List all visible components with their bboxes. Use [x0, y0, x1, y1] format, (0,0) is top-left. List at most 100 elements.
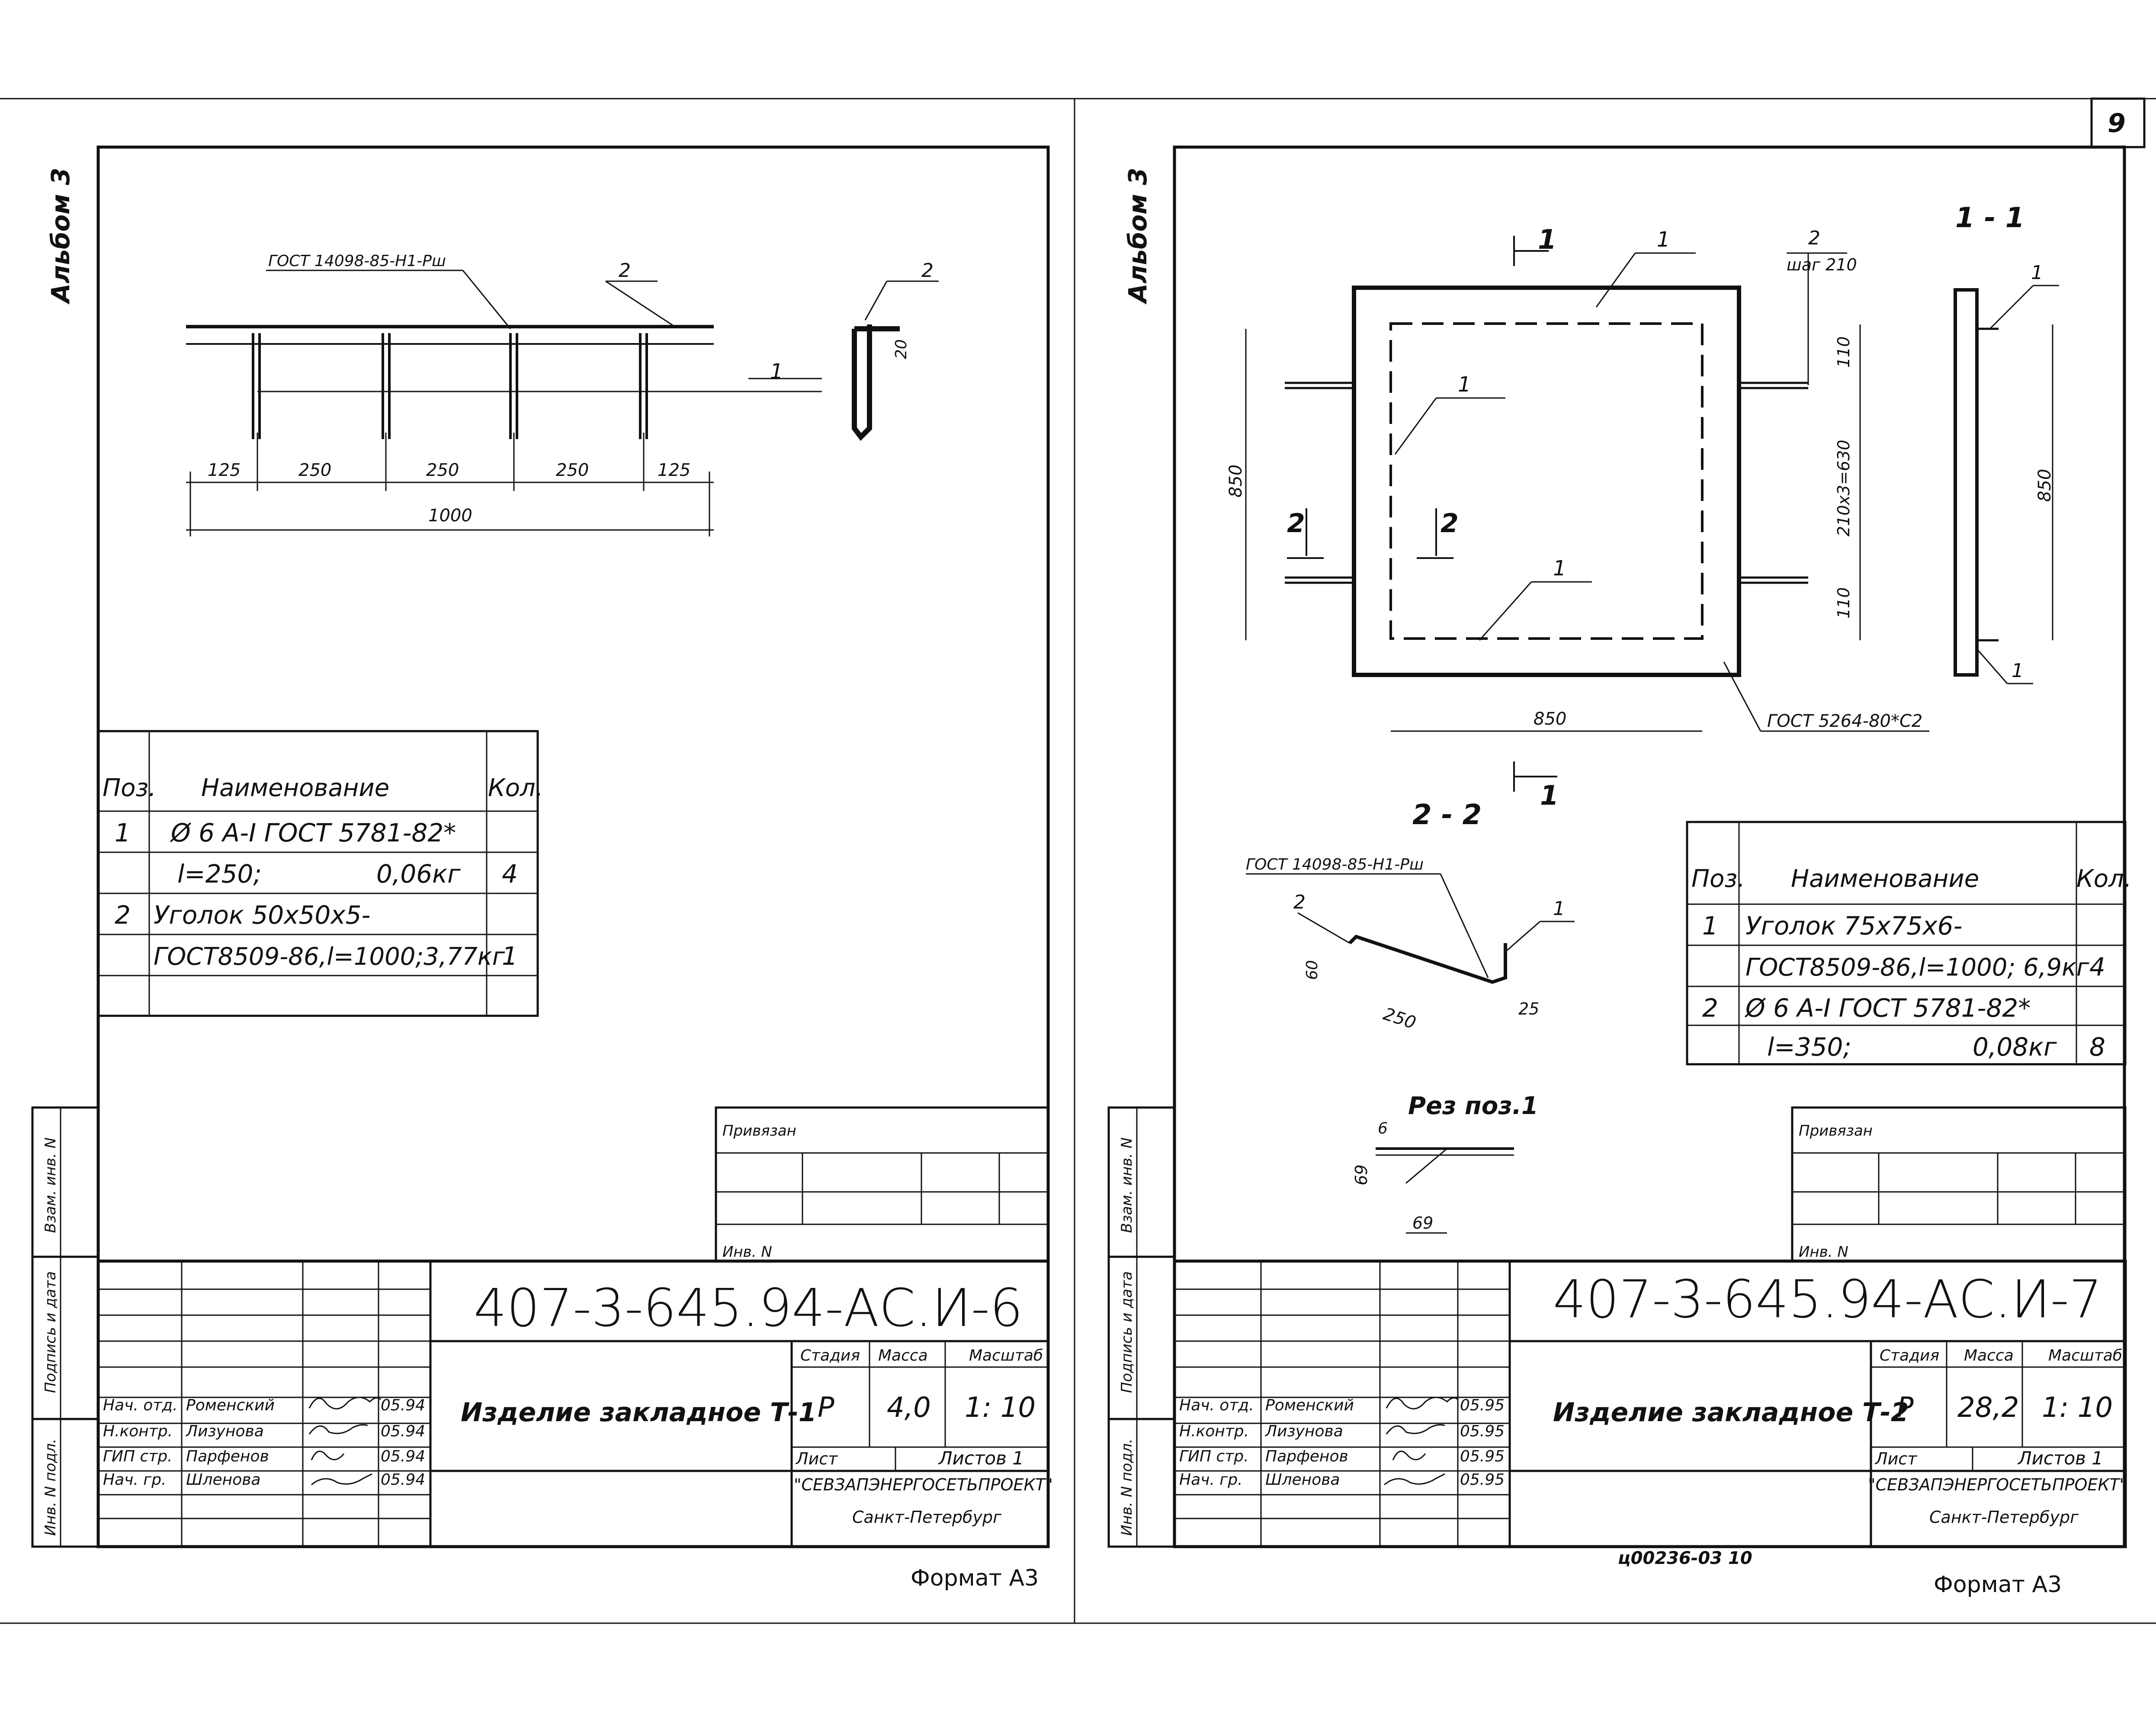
right-rez-6: 6 [1378, 1120, 1388, 1137]
right-s22-pos1: 1 [1553, 898, 1565, 920]
right-dim-850-bottom: 850 [1534, 709, 1566, 729]
right-spec-r3-name: Ø 6 A-I ГОСТ 5781-82* [1745, 993, 2031, 1023]
right-staff-1-name: Роменский [1265, 1397, 1354, 1414]
right-staff-3-date: 05.95 [1460, 1448, 1505, 1465]
page-number-box [2090, 97, 2146, 148]
right-format: Формат А3 [1934, 1572, 2062, 1598]
right-pos-bottom: 1 [1553, 556, 1566, 581]
right-staff-3-name: Парфенов [1265, 1448, 1348, 1465]
right-signature-2 [1386, 1424, 1445, 1435]
right-signature-3 [1392, 1451, 1426, 1461]
right-sec11-top: 1 [1538, 224, 1556, 255]
left-stamp-3: Инв. N подл. [42, 1438, 59, 1536]
right-stamp-3: Инв. N подл. [1118, 1438, 1136, 1536]
right-city: Санкт-Петербург [1929, 1508, 2079, 1527]
right-sheets-label: Листов 1 [2017, 1448, 2103, 1469]
right-doc-title: Изделие закладное Т-2 [1553, 1397, 1909, 1428]
right-title-block: Привязан Инв. N 407-3-645.94-АС.И- [1173, 1106, 2127, 1548]
left-stamp-1: Взам. инв. N [42, 1137, 59, 1233]
left-dim-2: 250 [298, 460, 331, 480]
page-number: 9 [2108, 108, 2126, 138]
left-scale-label: Масштаб [969, 1347, 1043, 1364]
right-dim-110b: 110 [1834, 587, 1853, 619]
left-mass-label: Масса [878, 1347, 928, 1364]
right-spec-r4-qty: 8 [2089, 1032, 2105, 1062]
left-staff-2-role: Н.контр. [103, 1422, 173, 1440]
left-staff-4-role: Нач. гр. [103, 1471, 167, 1489]
left-gost-label: ГОСТ 14098-85-Н1-Рш [268, 252, 446, 270]
left-stage: Р [818, 1392, 834, 1424]
right-s11-pos-top: 1 [2031, 262, 2043, 284]
right-s22-dim250: 250 [1381, 1004, 1418, 1033]
left-title-block: Привязан Инв. N 407-3-645.94-АС.И- [96, 1106, 1053, 1548]
right-spec-r1-pos: 1 [1702, 911, 1718, 941]
left-spec-h-qty: Кол. [488, 774, 543, 802]
right-gost-weld: ГОСТ 5264-80*С2 [1767, 711, 1922, 731]
right-staff-4-role: Нач. гр. [1179, 1471, 1243, 1489]
left-spec-r2-mass: 0,06кг [376, 859, 461, 889]
right-pos-left: 1 [1458, 372, 1471, 397]
right-sec11-bot: 1 [1540, 780, 1559, 811]
left-spec-r2-qty: 4 [502, 859, 518, 889]
right-s11-dim: 850 [2035, 469, 2055, 502]
right-spec-r4-mass: 0,08кг [1973, 1032, 2057, 1062]
left-side-stamps: Взам. инв. N Подпись и дата Инв. N подл. [31, 1106, 99, 1548]
left-staff-1-role: Нач. отд. [103, 1397, 178, 1414]
right-stage-label: Стадия [1880, 1347, 1939, 1364]
left-mass: 4,0 [887, 1392, 931, 1424]
left-doc-title: Изделие закладное Т-1 [461, 1397, 817, 1428]
right-staff-1-date: 05.95 [1460, 1397, 1505, 1414]
right-sheet: 9 Альбом 3 1 1 1 1 [1107, 97, 2146, 1598]
right-spec-h-qty: Кол. [2076, 865, 2132, 893]
left-sheet-label: Лист [795, 1449, 838, 1468]
right-rez-69a: 69 [1352, 1165, 1371, 1185]
left-staff-1-date: 05.94 [381, 1397, 425, 1414]
right-spec-table: Поз. Наименование Кол. 1 Уголок 75х75х6-… [1686, 821, 2132, 1066]
right-scale: 1: 10 [2042, 1392, 2113, 1424]
right-spec-r2-name: ГОСТ8509-86,l=1000; 6,9кг [1745, 953, 2089, 982]
right-inv: Инв. N [1799, 1243, 1848, 1261]
left-dim-20: 20 [892, 339, 910, 359]
right-spec-h-pos: Поз. [1691, 865, 1745, 893]
left-spec-r2-name: l=250; [177, 859, 262, 889]
right-sec22-b: 2 [1441, 508, 1459, 539]
right-pos2: 2 [1808, 227, 1820, 249]
right-signature-4 [1384, 1473, 1445, 1486]
left-doc-code: 407-3-645.94-АС.И-6 [474, 1278, 1023, 1339]
right-section-22: 2 - 2 ГОСТ 14098-85-Н1-Рш 2 1 60 250 25 [1246, 799, 1575, 1033]
right-title-22: 2 - 2 [1412, 799, 1482, 831]
right-stamp-2: Подпись и дата [1118, 1271, 1136, 1393]
right-step: шаг 210 [1787, 255, 1857, 274]
left-privyazan: Привязан [722, 1122, 796, 1140]
left-format: Формат А3 [911, 1565, 1039, 1591]
left-spec-r3-name: Уголок 50х50х5- [154, 900, 370, 930]
right-s22-pos2: 2 [1293, 891, 1306, 913]
right-staff-3-role: ГИП стр. [1179, 1448, 1249, 1465]
left-inv: Инв. N [722, 1243, 772, 1261]
right-sec22-a: 2 [1287, 508, 1305, 539]
left-scale: 1: 10 [965, 1392, 1036, 1424]
left-spec-r3-pos: 2 [115, 900, 131, 930]
right-frame-drawing: 1 1 1 1 1 2 шаг 210 110 210х3=630 110 [1226, 224, 1929, 811]
left-staff-3-date: 05.94 [381, 1448, 425, 1465]
right-rez-69b: 69 [1412, 1214, 1433, 1233]
left-spec-r4-qty: 1 [502, 941, 518, 971]
right-section-11: 1 - 1 1 1 850 [1954, 202, 2059, 684]
left-sheets-label: Листов 1 [938, 1448, 1024, 1469]
right-s11-pos-bot: 1 [2012, 660, 2024, 682]
right-spec-h-name: Наименование [1791, 865, 1979, 893]
right-album-label: Альбом 3 [1123, 168, 1152, 305]
left-pos2b-label: 2 [921, 260, 934, 282]
left-dim-total: 1000 [428, 506, 472, 526]
right-scale-label: Масштаб [2048, 1347, 2122, 1364]
right-stage: Р [1897, 1392, 1914, 1424]
right-s22-dim25: 25 [1518, 999, 1539, 1018]
right-pos-top: 1 [1657, 228, 1670, 252]
left-stamp-2: Подпись и дата [42, 1271, 59, 1393]
left-pos1-label: 1 [770, 360, 783, 384]
left-spec-h-pos: Поз. [103, 774, 156, 802]
right-spec-r3-pos: 2 [1702, 993, 1718, 1023]
left-signature-4 [311, 1473, 372, 1486]
left-album-label: Альбом 3 [46, 168, 75, 305]
